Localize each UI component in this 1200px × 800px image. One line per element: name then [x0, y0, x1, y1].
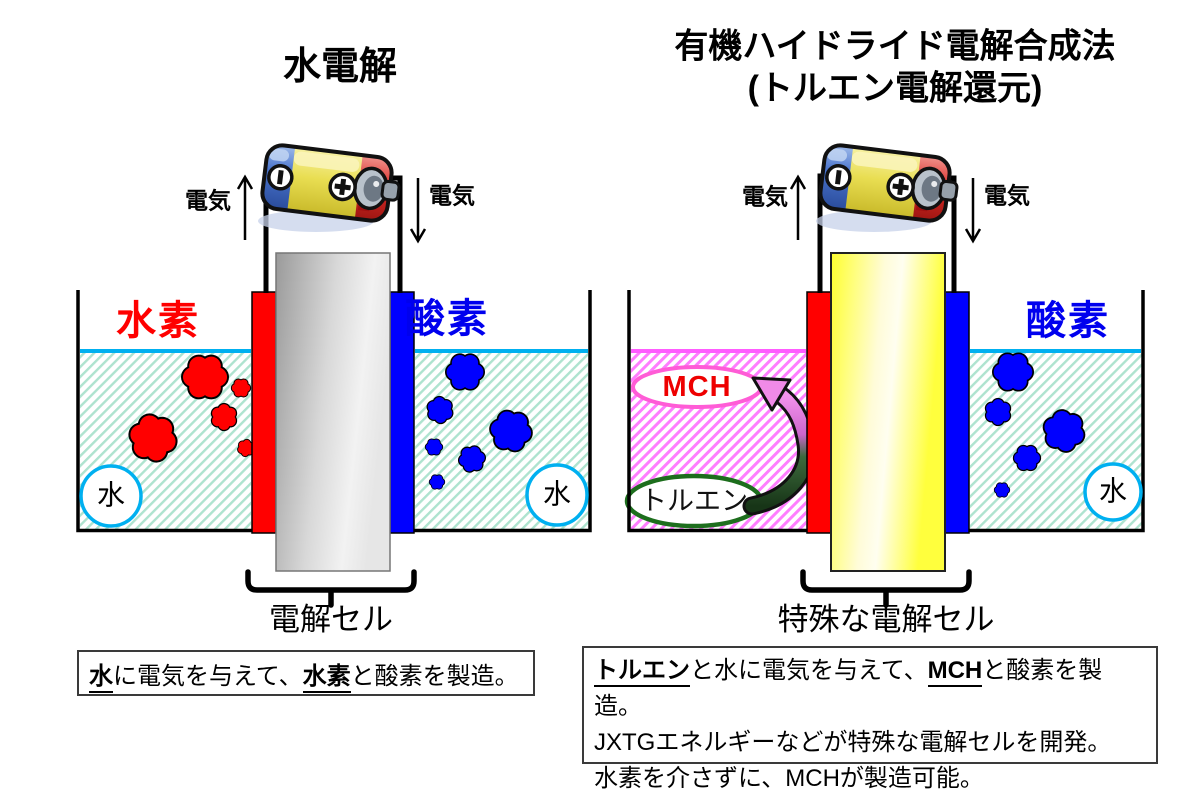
electrolysis-cell — [275, 252, 391, 572]
left-cathode-electrode — [251, 291, 277, 534]
caption-hydrogen-term: 水素 — [302, 662, 351, 693]
cell-brackets — [245, 569, 972, 608]
right-diagram-title-line2: (トルエン電解還元) — [747, 69, 1043, 108]
hydrogen-gas-label: 水素 — [116, 299, 200, 343]
right-caption-box: トルエンと水に電気を与えて、MCHと酸素を製造。 JXTGエネルギーなどが特殊な… — [582, 646, 1158, 792]
oxygen-gas-label: 酸素 — [405, 297, 489, 341]
right-caption-line1: トルエンと水に電気を与えて、MCHと酸素を製造。 — [594, 653, 1146, 725]
toluene-label: トルエン — [640, 486, 748, 517]
right-caption-line2: JXTGエネルギーなどが特殊な電解セルを開発。 — [594, 729, 1112, 756]
current-arrows — [236, 174, 982, 244]
toluene-to-mch-arrow — [742, 376, 816, 516]
electricity-label: 電気 — [429, 182, 475, 209]
right-anode-electrode — [944, 291, 970, 534]
water-label-circles — [79, 462, 1143, 528]
caption-text: に電気を与えて、 — [113, 662, 303, 690]
caption-text: と酸素を製造。 — [594, 657, 1103, 720]
right-cathode-electrode — [806, 291, 832, 534]
water-label: 水 — [96, 479, 126, 511]
left-caption-box: 水に電気を与えて、水素と酸素を製造。 — [77, 650, 535, 696]
left-battery-icon — [261, 144, 403, 224]
caption-water-term: 水 — [89, 662, 113, 693]
special-electrolysis-cell-label: 特殊な電解セル — [777, 601, 995, 637]
electricity-label: 電気 — [984, 182, 1030, 209]
special-electrolysis-cell — [830, 252, 946, 572]
water-label: 水 — [1098, 475, 1128, 507]
electrolysis-cell-label: 電解セル — [269, 601, 393, 637]
electricity-label: 電気 — [185, 187, 231, 214]
caption-mch-term: MCH — [927, 657, 983, 687]
caption-text: と水に電気を与えて、 — [690, 657, 928, 684]
electricity-label: 電気 — [742, 183, 788, 210]
left-anode-electrode — [389, 291, 415, 534]
right-battery-icon — [819, 144, 961, 224]
left-diagram-title: 水電解 — [282, 46, 398, 89]
electrodes — [251, 291, 970, 534]
mch-label: MCH — [662, 371, 732, 404]
caption-toluene-term: トルエン — [594, 657, 690, 687]
right-diagram-title-line1: 有機ハイドライド電解合成法 — [674, 27, 1116, 66]
caption-text: と酸素を製造。 — [350, 662, 519, 690]
right-caption-line3: 水素を介さずに、MCHが製造可能。 — [594, 765, 984, 792]
water-label: 水 — [542, 478, 572, 510]
oxygen-gas-label: 酸素 — [1026, 299, 1110, 343]
